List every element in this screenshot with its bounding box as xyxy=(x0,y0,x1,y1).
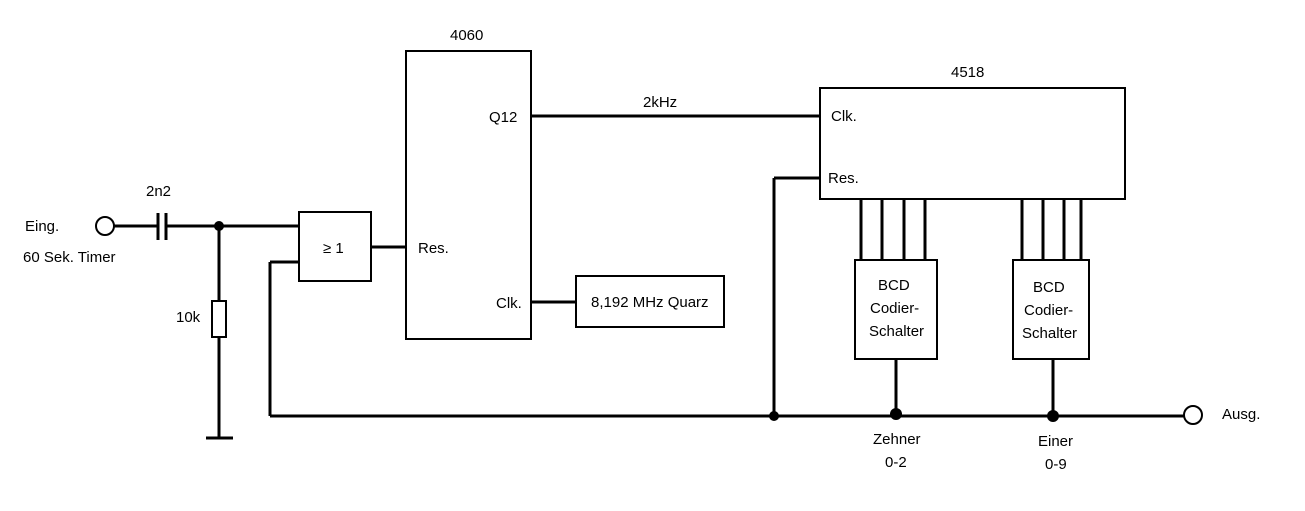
ic-4518-pin-res: Res. xyxy=(828,170,859,187)
input-label: Eing. xyxy=(25,218,59,235)
output-terminal xyxy=(1183,405,1203,425)
bcd-units-line3: Schalter xyxy=(1022,325,1077,342)
bcd-tens-caption2: 0-2 xyxy=(885,454,907,471)
input-sublabel: 60 Sek. Timer xyxy=(23,249,116,266)
bcd-units-caption1: Einer xyxy=(1038,433,1073,450)
ic-4060-pin-q12: Q12 xyxy=(489,109,517,126)
frequency-label: 2kHz xyxy=(643,94,677,111)
resistor-label: 10k xyxy=(176,309,201,326)
ic-4518 xyxy=(819,87,1126,200)
crystal-box xyxy=(575,275,725,328)
capacitor-label: 2n2 xyxy=(146,183,171,200)
ic-4518-title: 4518 xyxy=(951,64,984,81)
bcd-units-caption2: 0-9 xyxy=(1045,456,1067,473)
bcd-tens-line3: Schalter xyxy=(869,323,924,340)
bcd-tens-line2: Codier- xyxy=(870,300,919,317)
ic-4518-pin-clk: Clk. xyxy=(831,108,857,125)
ic-4060 xyxy=(405,50,532,340)
bcd-tens-caption1: Zehner xyxy=(873,431,921,448)
or-gate xyxy=(298,211,372,282)
ic-4060-pin-clk: Clk. xyxy=(496,295,522,312)
junction-dot xyxy=(890,408,902,420)
bcd-tens-line1: BCD xyxy=(878,277,910,294)
resistor-symbol xyxy=(211,300,227,338)
input-terminal xyxy=(95,216,115,236)
output-label: Ausg. xyxy=(1222,406,1260,423)
bus-units xyxy=(1020,199,1083,260)
junction-dot xyxy=(1047,410,1059,422)
bus-tens xyxy=(859,199,927,260)
ic-4060-pin-res: Res. xyxy=(418,240,449,257)
bcd-units-line1: BCD xyxy=(1033,279,1065,296)
bcd-switch-units xyxy=(1012,259,1090,360)
or-gate-label: ≥ 1 xyxy=(323,240,344,257)
junction-dot xyxy=(769,411,779,421)
ic-4060-title: 4060 xyxy=(450,27,483,44)
crystal-label: 8,192 MHz Quarz xyxy=(591,294,709,311)
capacitor-symbol xyxy=(156,213,168,240)
bcd-units-line2: Codier- xyxy=(1024,302,1073,319)
